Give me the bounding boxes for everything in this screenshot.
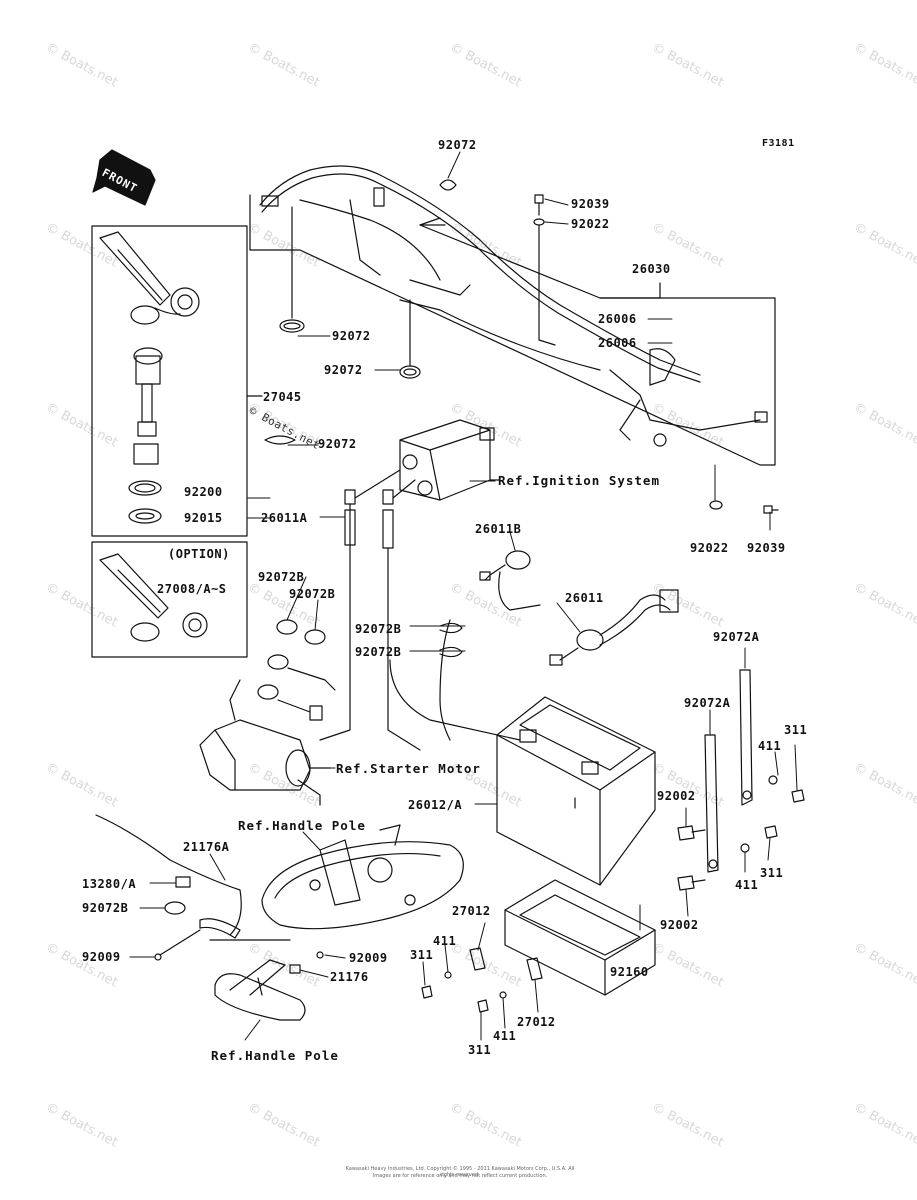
label-ref-handle-pole-2: Ref.Handle Pole bbox=[211, 1048, 339, 1063]
label-26030: 26030 bbox=[632, 262, 671, 276]
label-311-b: 311 bbox=[760, 866, 784, 880]
label-92072-left: 92072 bbox=[332, 329, 371, 343]
label-27008: 27008/A~S bbox=[157, 582, 227, 596]
label-311-c: 311 bbox=[410, 948, 434, 962]
label-92160: 92160 bbox=[610, 965, 649, 979]
washer-92022-bottom bbox=[709, 500, 723, 510]
label-311-a: 311 bbox=[784, 723, 808, 737]
label-311-d: 311 bbox=[468, 1043, 492, 1057]
hardware-bottom bbox=[421, 947, 543, 1013]
handle-pole-lower bbox=[209, 939, 324, 1021]
option-key-frame bbox=[91, 541, 248, 658]
label-21176: 21176 bbox=[330, 970, 369, 984]
label-27012-b: 27012 bbox=[517, 1015, 556, 1029]
option-key-drawing bbox=[99, 553, 208, 642]
footer-disclaimer: Images are for reference only and may no… bbox=[372, 1173, 548, 1179]
label-27045: 27045 bbox=[263, 390, 302, 404]
spark-plug-leads bbox=[319, 469, 421, 751]
label-92072b-3: 92072B bbox=[355, 622, 402, 636]
label-option: (OPTION) bbox=[168, 547, 230, 561]
label-92002-a: 92002 bbox=[657, 789, 696, 803]
label-27012-a: 27012 bbox=[452, 904, 491, 918]
main-wiring-harness bbox=[259, 165, 768, 447]
harness-panel-outline bbox=[249, 194, 776, 466]
label-92072b-4: 92072B bbox=[355, 645, 402, 659]
label-92072a-2: 92072A bbox=[684, 696, 731, 710]
label-92039-top: 92039 bbox=[571, 197, 610, 211]
label-92072b-5: 92072B bbox=[82, 901, 129, 915]
leader-lines bbox=[129, 151, 798, 1041]
battery-tray-92160 bbox=[504, 879, 656, 996]
battery-26012 bbox=[496, 696, 656, 886]
footer-copyright: Kawasaki Heavy Industries, Ltd. Copyrigh… bbox=[345, 1166, 575, 1178]
label-92072b-2: 92072B bbox=[289, 587, 336, 601]
starter-cables bbox=[229, 654, 336, 721]
label-92009-b: 92009 bbox=[349, 951, 388, 965]
starter-motor bbox=[199, 719, 331, 806]
label-ref-starter-motor: Ref.Starter Motor bbox=[336, 761, 481, 776]
label-92200: 92200 bbox=[184, 485, 223, 499]
bolt-92039-bottom bbox=[763, 505, 779, 514]
label-92022-top: 92022 bbox=[571, 217, 610, 231]
key-drawing bbox=[99, 231, 200, 524]
clips-92072 bbox=[264, 179, 457, 445]
label-21176a: 21176A bbox=[183, 840, 230, 854]
key-switch-frame bbox=[91, 225, 248, 537]
battery-lead-26011 bbox=[549, 589, 679, 666]
battery-straps-92072a bbox=[704, 669, 753, 873]
label-92072-top: 92072 bbox=[438, 138, 477, 152]
bolt-92039-top bbox=[533, 194, 556, 346]
label-92015: 92015 bbox=[184, 511, 223, 525]
label-411-c: 411 bbox=[433, 934, 457, 948]
label-ref-ignition-system: Ref.Ignition System bbox=[498, 473, 660, 488]
label-26012a: 26012/A bbox=[408, 798, 463, 812]
label-92022-bottom: 92022 bbox=[690, 541, 729, 555]
label-26006-a: 26006 bbox=[598, 312, 637, 326]
switch-wire-21176a bbox=[95, 814, 242, 961]
label-411-a: 411 bbox=[758, 739, 782, 753]
figure-code: F3181 bbox=[762, 138, 795, 149]
handle-pole-cover bbox=[261, 824, 464, 930]
label-92072a-1: 92072A bbox=[713, 630, 760, 644]
label-26011: 26011 bbox=[565, 591, 604, 605]
label-92039-bottom: 92039 bbox=[747, 541, 786, 555]
clips-92072b bbox=[276, 619, 521, 741]
label-411-d: 411 bbox=[493, 1029, 517, 1043]
label-26011a: 26011A bbox=[261, 511, 308, 525]
label-92072-mid: 92072 bbox=[324, 363, 363, 377]
label-92002-b: 92002 bbox=[660, 918, 699, 932]
front-arrow-icon bbox=[92, 149, 156, 206]
label-92009-a: 92009 bbox=[82, 950, 121, 964]
ground-lead-26011b bbox=[439, 550, 541, 741]
label-13280a: 13280/A bbox=[82, 877, 137, 891]
label-26011b: 26011B bbox=[475, 522, 522, 536]
label-92072-clip: 92072 bbox=[318, 437, 357, 451]
label-411-b: 411 bbox=[735, 878, 759, 892]
label-92072b-1: 92072B bbox=[258, 570, 305, 584]
label-26006-b: 26006 bbox=[598, 336, 637, 350]
label-ref-handle-pole-1: Ref.Handle Pole bbox=[238, 818, 366, 833]
hardware-right bbox=[677, 775, 805, 891]
ignition-coil-block bbox=[399, 419, 501, 501]
